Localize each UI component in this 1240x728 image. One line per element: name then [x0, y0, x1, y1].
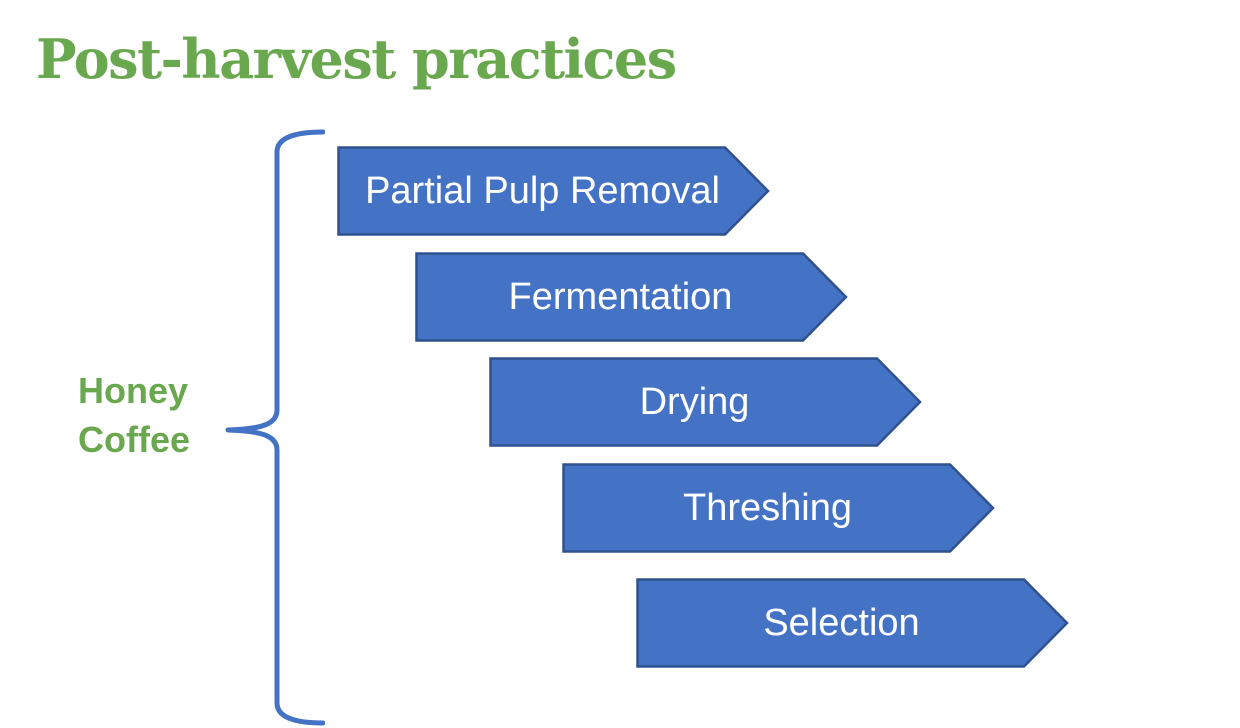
step-arrow-threshing: Threshing — [562, 463, 995, 553]
step-label: Fermentation — [508, 275, 733, 318]
slide-title: Post-harvest practices — [36, 27, 677, 91]
step-label: Drying — [639, 380, 750, 423]
step-arrow-partial-pulp-removal: Partial Pulp Removal — [337, 146, 770, 236]
step-label: Threshing — [683, 486, 852, 529]
step-arrow-selection: Selection — [636, 578, 1069, 668]
group-label-honey-coffee: Honey Coffee — [78, 370, 191, 460]
arrow-pentagon-shape — [415, 252, 848, 342]
step-label: Partial Pulp Removal — [365, 169, 720, 212]
step-label: Selection — [763, 601, 920, 644]
arrow-pentagon-shape — [337, 146, 770, 236]
arrow-pentagon-shape — [489, 357, 922, 447]
step-arrow-fermentation: Fermentation — [415, 252, 848, 342]
left-brace-shape — [225, 129, 325, 726]
arrow-pentagon-shape — [636, 578, 1069, 668]
arrow-pentagon-shape — [562, 463, 995, 553]
step-arrow-drying: Drying — [489, 357, 922, 447]
